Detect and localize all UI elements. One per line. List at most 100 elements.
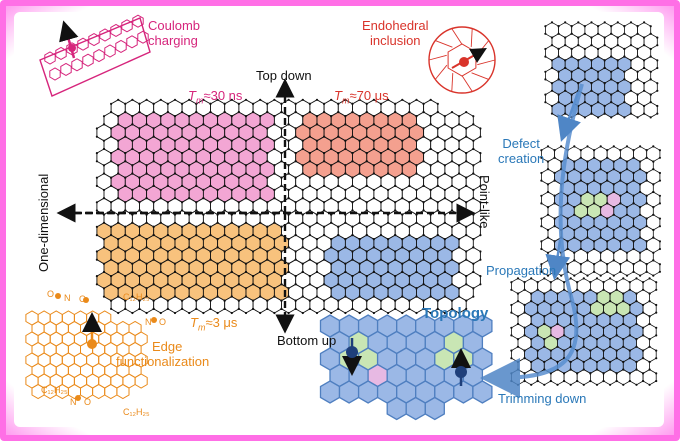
fullerene-sketch (428, 26, 496, 94)
atom-dot (181, 160, 184, 163)
atom-dot (429, 98, 432, 101)
nanotube-hex (71, 58, 83, 72)
atom-dot (443, 188, 446, 192)
atom-dot (609, 322, 612, 326)
atom-dot (590, 112, 593, 115)
atom-dot (159, 221, 162, 224)
atom-dot (273, 164, 276, 167)
atom-dot (658, 247, 662, 251)
atom-dot (422, 283, 425, 286)
atom-dot (337, 209, 340, 212)
atom-dot (394, 160, 397, 163)
atom-dot (372, 139, 375, 142)
atom-dot (450, 234, 454, 237)
atom-dot (450, 275, 454, 278)
atom-dot (394, 234, 397, 237)
atom-dot (287, 188, 290, 192)
atom-dot (145, 287, 148, 290)
atom-dot (450, 299, 454, 302)
atom-dot (351, 152, 354, 155)
atom-dot (658, 225, 662, 228)
atom-dot (408, 152, 411, 155)
atom-dot (597, 116, 600, 119)
atom-dot (95, 258, 98, 261)
atom-dot (287, 98, 290, 101)
atom-dot (616, 59, 619, 62)
atom-dot (579, 225, 583, 228)
atom-dot (330, 197, 333, 200)
atom-dot (643, 36, 646, 39)
atom-dot (372, 197, 375, 200)
atom-dot (616, 44, 619, 47)
atom-dot (266, 102, 269, 105)
atom-dot (603, 44, 606, 47)
atom-dot (344, 139, 347, 142)
atom-dot (273, 172, 276, 175)
atom-dot (110, 184, 113, 187)
atom-dot (117, 147, 120, 151)
atom-dot (95, 184, 98, 187)
atom-dot (181, 250, 184, 253)
atom-dot (173, 238, 177, 241)
atom-dot (244, 221, 248, 224)
atom-dot (387, 123, 390, 126)
atom-dot (131, 188, 134, 192)
atom-dot (556, 360, 559, 364)
atom-dot (458, 139, 461, 142)
atom-dot (656, 36, 659, 39)
atom-dot (401, 115, 404, 118)
atom-dot (566, 263, 569, 266)
atom-dot (188, 221, 191, 224)
atom-dot (635, 368, 638, 371)
atom-dot (401, 311, 404, 315)
atom-dot (209, 152, 212, 155)
atom-dot (649, 55, 652, 58)
atom-dot (436, 102, 439, 105)
atom-dot (365, 258, 368, 261)
atom-dot (252, 111, 255, 114)
atom-dot (280, 234, 283, 237)
atom-dot (569, 315, 572, 318)
atom-dot (379, 250, 383, 253)
atom-dot (308, 258, 311, 261)
atom-dot (635, 277, 638, 280)
atom-dot (612, 228, 615, 232)
atom-dot (273, 246, 276, 249)
atom-dot (590, 36, 593, 39)
atom-dot (216, 246, 219, 249)
atom-dot (603, 104, 606, 108)
atom-dot (606, 149, 609, 152)
atom-dot (195, 234, 198, 237)
atom-dot (553, 217, 556, 220)
atom-dot (610, 25, 613, 28)
atom-dot (95, 176, 98, 179)
atom-dot (145, 115, 148, 118)
atom-dot (636, 25, 639, 28)
atom-dot (408, 102, 411, 105)
atom-dot (188, 188, 191, 192)
atom-dot (619, 240, 622, 243)
atom-dot (358, 270, 361, 274)
atom-dot (202, 98, 205, 101)
atom-dot (629, 21, 633, 24)
atom-dot (365, 250, 368, 253)
atom-dot (351, 127, 354, 130)
atom-dot (223, 225, 226, 228)
atom-dot (550, 36, 554, 39)
atom-dot (635, 383, 638, 386)
atom-dot (216, 311, 219, 315)
atom-dot (429, 287, 432, 290)
atom-dot (599, 236, 602, 239)
atom-dot (315, 123, 319, 126)
atom-dot (237, 209, 240, 212)
atom-dot (443, 238, 446, 241)
atom-dot (280, 250, 283, 253)
atom-dot (152, 275, 155, 278)
atom-dot (195, 209, 198, 212)
atom-dot (593, 247, 596, 251)
atom-dot (252, 307, 255, 310)
hexagon-cell (380, 296, 396, 314)
atom-dot (408, 201, 411, 204)
atom-dot (110, 176, 113, 179)
atom-dot (294, 209, 297, 212)
